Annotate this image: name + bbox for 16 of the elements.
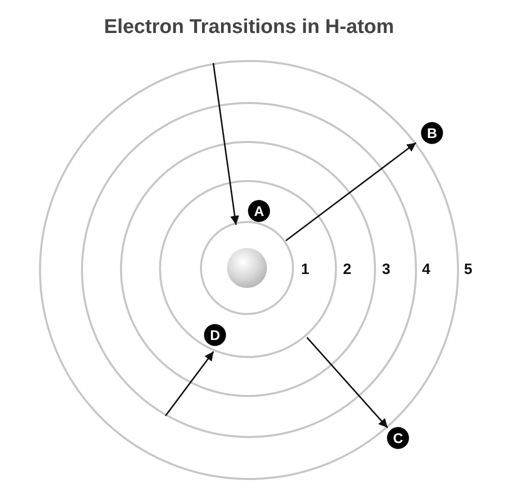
orbit-number: 4 xyxy=(422,261,430,279)
arrow xyxy=(306,337,388,428)
nucleus xyxy=(226,248,266,288)
orbit-number: 3 xyxy=(382,261,390,279)
arrow xyxy=(212,63,240,225)
orbit-ring xyxy=(200,221,294,315)
orbit-number: 1 xyxy=(301,261,310,279)
arrow xyxy=(285,142,416,242)
title: Electron Transitions in H-atom xyxy=(102,16,396,39)
orbit-number: 2 xyxy=(343,261,352,279)
arrow xyxy=(164,351,214,416)
edge-label: B xyxy=(421,122,443,144)
edge-label: D xyxy=(204,324,226,346)
edge-label: C xyxy=(387,427,409,449)
orbit-number: 5 xyxy=(464,261,472,279)
edge-label: A xyxy=(248,200,270,222)
